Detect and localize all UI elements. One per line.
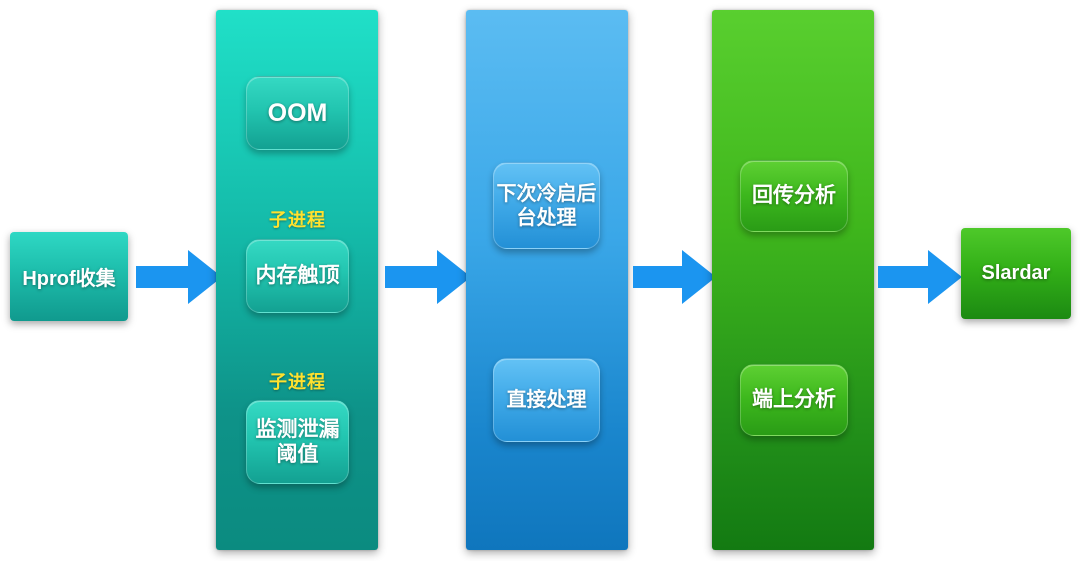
card-oom-label: OOM: [267, 99, 328, 127]
node-slardar[interactable]: Slardar: [961, 228, 1071, 319]
sublabel-memory-ceiling: 子进程: [246, 206, 349, 232]
card-oom[interactable]: OOM: [246, 76, 349, 150]
node-hprof-collection-label: Hprof收集: [22, 268, 116, 290]
card-on-device-analysis-label: 端上分析: [752, 388, 836, 412]
column-analysis-mode: [712, 10, 874, 550]
card-direct-processing-label: 直接处理: [506, 389, 587, 411]
arrow-start-to-column1: [136, 248, 222, 306]
arrow-column2-to-column3: [633, 248, 716, 306]
column-processing-mode: [466, 10, 628, 550]
card-memory-ceiling-label: 内存触顶: [255, 264, 340, 288]
arrow-column1-to-column2: [385, 248, 471, 306]
card-next-cold-start-background[interactable]: 下次冷启后 台处理: [493, 162, 600, 249]
sublabel-leak-threshold: 子进程: [246, 368, 349, 394]
card-on-device-analysis[interactable]: 端上分析: [740, 364, 848, 436]
card-upload-analysis-label: 回传分析: [752, 184, 836, 208]
card-upload-analysis[interactable]: 回传分析: [740, 160, 848, 232]
node-hprof-collection[interactable]: Hprof收集: [10, 232, 128, 321]
card-direct-processing[interactable]: 直接处理: [493, 358, 600, 442]
node-slardar-label: Slardar: [981, 262, 1051, 284]
sublabel-leak-threshold-text: 子进程: [269, 372, 326, 392]
card-leak-threshold[interactable]: 监测泄漏 阈值: [246, 400, 349, 484]
sublabel-memory-ceiling-text: 子进程: [269, 210, 326, 230]
card-next-cold-start-background-label: 下次冷启后 台处理: [496, 182, 597, 229]
card-memory-ceiling[interactable]: 内存触顶: [246, 239, 349, 313]
arrow-column3-to-end: [878, 248, 962, 306]
card-leak-threshold-label: 监测泄漏 阈值: [255, 417, 340, 466]
